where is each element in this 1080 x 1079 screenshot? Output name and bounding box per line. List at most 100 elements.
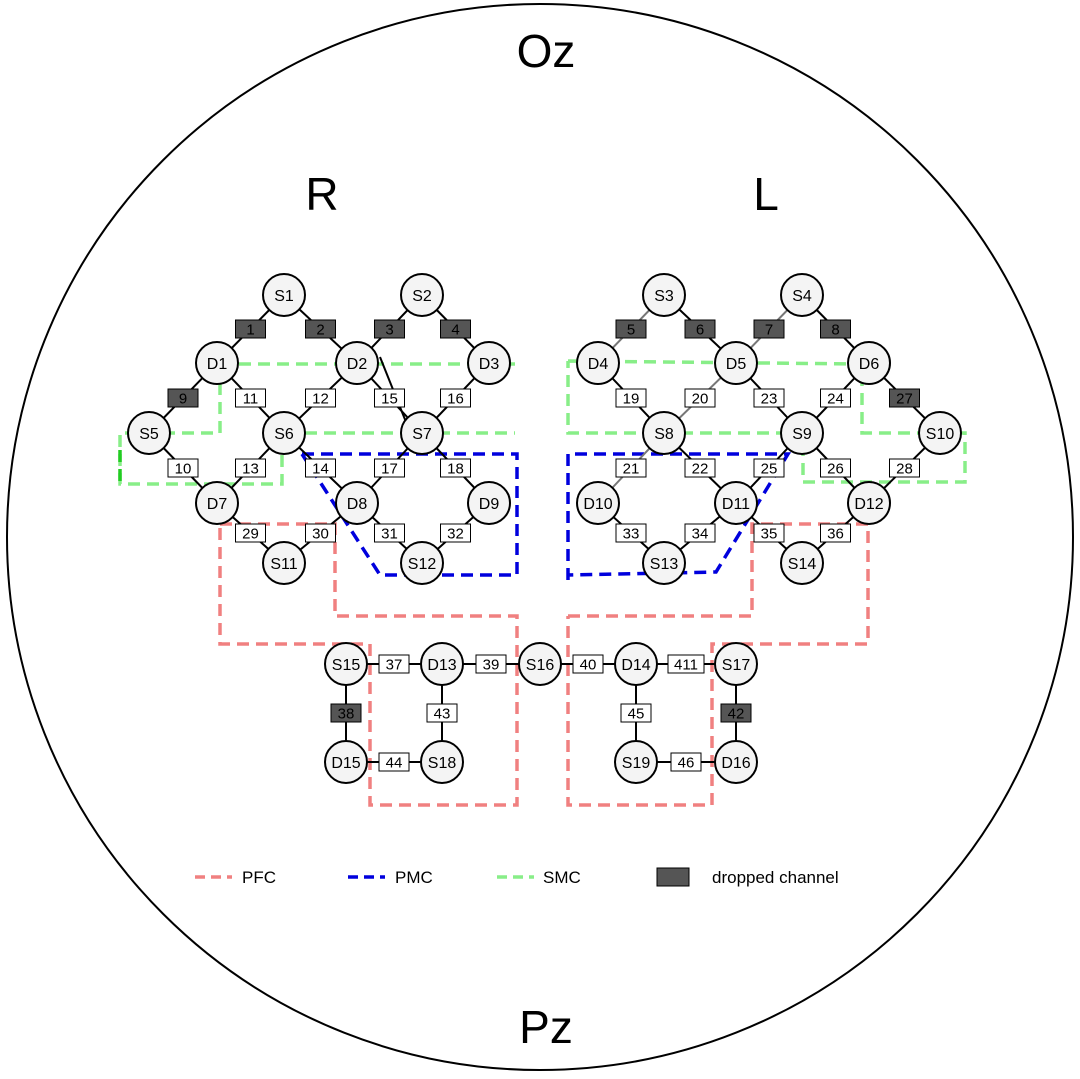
channel-box-24 <box>820 388 851 408</box>
oz-label: Oz <box>517 25 576 77</box>
channel-box-39 <box>475 654 507 674</box>
optode-label-s18: S18 <box>428 755 457 772</box>
channel-label-30: 30 <box>312 526 329 543</box>
channel-box-12 <box>305 388 336 408</box>
optode-d2 <box>335 341 379 385</box>
channel-label-36: 36 <box>827 526 844 543</box>
channel-box-30 <box>305 523 336 543</box>
optode-s15 <box>324 642 368 686</box>
channel-label-43: 43 <box>434 706 451 723</box>
optode-label-d5: D5 <box>726 356 747 373</box>
head-outline <box>6 3 1074 1071</box>
channel-label-14: 14 <box>312 461 329 478</box>
channel-box-40 <box>572 654 604 674</box>
channel-box-10 <box>167 458 199 478</box>
optode-label-d10: D10 <box>583 496 612 513</box>
channel-label-10: 10 <box>175 461 192 478</box>
optode-label-s1: S1 <box>274 288 294 305</box>
channel-box-31 <box>374 523 405 543</box>
optode-s19 <box>614 740 658 784</box>
channel-label-23: 23 <box>761 391 778 408</box>
channel-label-29: 29 <box>242 526 259 543</box>
channel-label-26: 26 <box>827 461 844 478</box>
optode-label-d2: D2 <box>347 356 368 373</box>
channel-label-45: 45 <box>628 706 645 723</box>
channel-box-34 <box>684 523 716 543</box>
optode-label-s2: S2 <box>412 288 432 305</box>
channel-label-3: 3 <box>385 322 393 339</box>
optode-s3 <box>642 273 686 317</box>
channel-label-7: 7 <box>765 322 773 339</box>
channel-box-11 <box>235 388 266 408</box>
channel-box-16 <box>440 388 471 408</box>
dropped-channel-box-5 <box>615 319 647 339</box>
legend-smc-label: SMC <box>543 868 581 887</box>
pz-label: Pz <box>519 1001 573 1053</box>
channel-label-39: 39 <box>483 657 500 674</box>
channel-box-36 <box>820 523 851 543</box>
channel-box-13 <box>235 458 266 478</box>
channel-label-15: 15 <box>381 391 398 408</box>
channel-box-28 <box>889 458 920 478</box>
channel-label-16: 16 <box>447 391 464 408</box>
optode-d11 <box>714 481 758 525</box>
channel-box-14 <box>305 458 336 478</box>
optode-d5 <box>714 341 758 385</box>
optode-s5 <box>127 411 171 455</box>
optode-d9 <box>467 481 511 525</box>
channel-label-19: 19 <box>623 391 640 408</box>
optode-label-d3: D3 <box>479 356 500 373</box>
dropped-channel-box-27 <box>889 388 920 408</box>
channel-box-37 <box>378 654 410 674</box>
optode-s16 <box>518 642 562 686</box>
optode-s18 <box>420 740 464 784</box>
optode-s1 <box>262 273 306 317</box>
dropped-channel-box-7 <box>753 319 785 339</box>
optode-label-s13: S13 <box>650 556 679 573</box>
optode-label-s9: S9 <box>792 426 812 443</box>
optode-label-s6: S6 <box>274 426 294 443</box>
optode-s6 <box>262 411 306 455</box>
optode-label-d15: D15 <box>331 755 360 772</box>
dropped-channel-box-4 <box>440 319 471 339</box>
optode-label-d12: D12 <box>854 496 883 513</box>
channel-label-34: 34 <box>692 526 709 543</box>
left-hemisphere-label: L <box>753 168 779 220</box>
pfc-region-2 <box>566 522 870 807</box>
optode-label-s12: S12 <box>408 556 437 573</box>
pmc-region-right <box>300 452 519 577</box>
optode-label-s16: S16 <box>526 657 555 674</box>
right-hemisphere-label: R <box>305 168 338 220</box>
optode-d10 <box>576 481 620 525</box>
channel-label-28: 28 <box>896 461 913 478</box>
legend-pfc-label: PFC <box>242 868 276 887</box>
legend-pmc-label: PMC <box>395 868 433 887</box>
channel-label-18: 18 <box>447 461 464 478</box>
optode-s14 <box>780 541 824 585</box>
dropped-channel-box-8 <box>820 319 851 339</box>
channel-box-19 <box>615 388 647 408</box>
optode-label-s5: S5 <box>139 426 159 443</box>
channel-box-29 <box>235 523 266 543</box>
optode-d14 <box>614 642 658 686</box>
channel-box-15 <box>374 388 405 408</box>
optode-d3 <box>467 341 511 385</box>
channel-label-13: 13 <box>242 461 259 478</box>
optode-s7 <box>400 411 444 455</box>
optode-label-d13: D13 <box>427 657 456 674</box>
optode-label-s17: S17 <box>722 657 751 674</box>
optode-s17 <box>714 642 758 686</box>
channel-label-6: 6 <box>696 322 704 339</box>
optode-label-s14: S14 <box>788 556 817 573</box>
optode-label-d8: D8 <box>347 496 368 513</box>
optode-d16 <box>714 740 758 784</box>
channel-box-46 <box>670 752 702 772</box>
channel-label-25: 25 <box>761 461 778 478</box>
optode-s8 <box>642 411 686 455</box>
optode-label-d9: D9 <box>479 496 500 513</box>
channel-box-22 <box>684 458 716 478</box>
legend: PFC PMC SMC dropped channel <box>195 867 839 887</box>
channel-label-33: 33 <box>623 526 640 543</box>
